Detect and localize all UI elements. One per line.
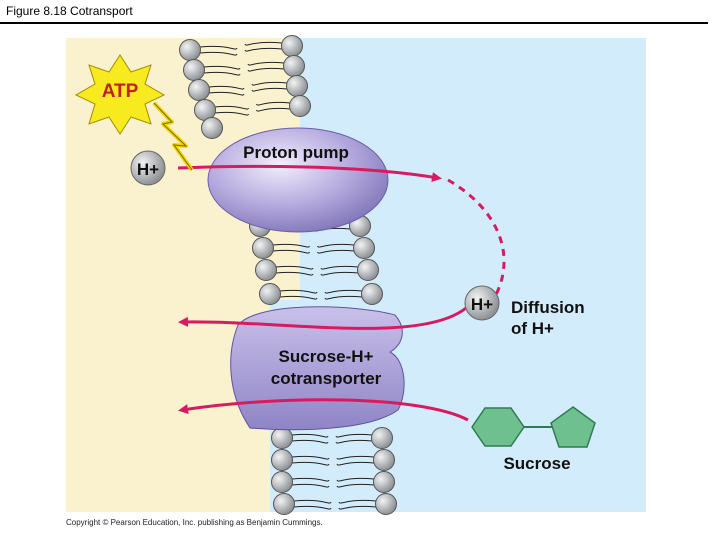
phospholipid-head xyxy=(361,283,383,305)
lipid-tail xyxy=(336,455,375,460)
atp-starburst-icon xyxy=(74,54,166,135)
lipid-tail xyxy=(291,439,329,444)
phospholipid-head xyxy=(371,427,393,449)
energy-lightning-outline xyxy=(153,102,193,171)
lipid-tail xyxy=(256,107,291,112)
lipid-tail xyxy=(324,289,363,294)
phospholipid-head xyxy=(373,449,395,471)
phospholipid-head xyxy=(252,237,274,259)
sucrose-pentagon-ring xyxy=(550,406,596,448)
lipid-tail xyxy=(336,477,375,482)
lipid-tail xyxy=(293,499,332,504)
figure-title: Figure 8.18 Cotransport xyxy=(6,4,133,18)
proton-diffusion-arrow xyxy=(178,306,467,330)
phospholipid-head xyxy=(289,95,311,117)
lipid-tail xyxy=(320,271,359,276)
lipid-tail xyxy=(336,461,375,466)
atp-label: ATP xyxy=(102,81,139,102)
phospholipid-head xyxy=(353,237,375,259)
lipid-tail xyxy=(214,105,249,110)
lipid-tail xyxy=(279,295,318,300)
phospholipid-head xyxy=(273,493,295,515)
lipid-tail xyxy=(244,47,283,52)
sucrose-label: Sucrose xyxy=(503,454,570,473)
lipid-tail xyxy=(291,433,329,438)
phospholipid-head xyxy=(357,259,379,281)
lipid-tail xyxy=(199,45,238,50)
phospholipid-head xyxy=(259,283,281,305)
sucrose-cotransport-arrow xyxy=(178,398,469,422)
phospholipid-head xyxy=(255,259,277,281)
proton-circle-right xyxy=(464,285,500,321)
lipid-tail xyxy=(336,483,375,488)
lipid-tail xyxy=(335,439,373,444)
lipid-tail xyxy=(338,499,377,504)
phospholipid-head xyxy=(188,79,210,101)
diffusion-label-line1: Diffusion xyxy=(511,298,585,317)
lipid-tail xyxy=(291,461,330,466)
lipid-tail xyxy=(256,101,291,106)
diffusion-label-line2: of H+ xyxy=(511,319,554,338)
lipid-tail xyxy=(324,295,363,300)
lipid-tail xyxy=(208,91,245,96)
lipid-tail xyxy=(275,265,314,270)
lipid-tail xyxy=(247,67,285,72)
h-plus-left-label: H+ xyxy=(137,160,159,179)
phospholipid-head xyxy=(201,117,223,139)
cotransporter-label-line2: cotransporter xyxy=(271,369,382,388)
phospholipid-head xyxy=(183,59,205,81)
proton-pump-arrow xyxy=(177,164,442,182)
copyright-notice: Copyright © Pearson Education, Inc. publ… xyxy=(66,518,323,527)
lipid-tail xyxy=(199,51,238,56)
lipid-tail xyxy=(291,455,330,460)
phospholipid-head xyxy=(375,493,397,515)
lipid-tail xyxy=(279,289,318,294)
lipid-tail xyxy=(203,65,241,70)
phospholipid-bilayer xyxy=(179,35,397,515)
proton-pump-label: Proton pump xyxy=(243,143,349,162)
lipid-tail xyxy=(251,87,288,92)
cotransporter-label-line1: Sucrose-H+ xyxy=(279,347,374,366)
lipid-tail xyxy=(320,265,359,270)
lipid-tail xyxy=(291,477,330,482)
lipid-tail xyxy=(293,505,332,510)
lipid-tail xyxy=(335,433,373,438)
lipid-tail xyxy=(275,271,314,276)
lipid-tail xyxy=(208,85,245,90)
phospholipid-head xyxy=(281,35,303,57)
lipid-tail xyxy=(251,81,288,86)
lipid-tail xyxy=(247,61,285,66)
lipid-tail xyxy=(317,243,355,248)
lipid-tail xyxy=(244,41,283,46)
cotransporter-protein xyxy=(230,306,405,431)
proton-pump-protein xyxy=(207,127,389,233)
phospholipid-head xyxy=(283,55,305,77)
lipid-tail xyxy=(291,483,330,488)
phospholipid-head xyxy=(271,427,293,449)
lipid-tail xyxy=(214,111,249,116)
phospholipid-head xyxy=(286,75,308,97)
lipid-tail xyxy=(338,505,377,510)
proton-circle-left xyxy=(130,150,166,186)
phospholipid-head xyxy=(271,449,293,471)
lipid-tail xyxy=(272,243,310,248)
diffusion-dashed-arrow xyxy=(447,178,506,306)
phospholipid-head xyxy=(271,471,293,493)
h-plus-right-label: H+ xyxy=(471,295,493,314)
lipid-tail xyxy=(317,249,355,254)
lipid-tail xyxy=(272,249,310,254)
title-rule xyxy=(0,22,708,24)
phospholipid-head xyxy=(373,471,395,493)
phospholipid-head xyxy=(179,39,201,61)
lipid-tail xyxy=(203,71,241,76)
